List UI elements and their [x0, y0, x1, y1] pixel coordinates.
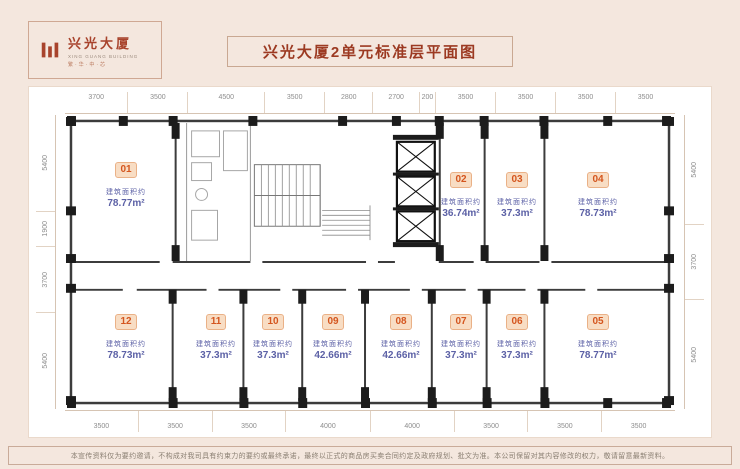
logo-name: 兴光大厦 — [68, 35, 133, 51]
floorplan-sheet: 3700 3500 4500 3500 2800 2700 200 3500 3… — [28, 86, 712, 438]
unit-area-value: 42.66m² — [314, 350, 352, 361]
stairs-icon — [253, 164, 321, 227]
logo-tagline: 繁·华·中·芯 — [68, 61, 107, 68]
building-logo-icon — [41, 42, 59, 58]
unit-07: 07 建筑面积约 37.3m² — [419, 311, 503, 361]
unit-number-badge: 01 — [115, 162, 137, 178]
dim-value: 4500 — [188, 92, 266, 113]
unit-area-value: 78.73m² — [107, 350, 145, 361]
unit-area-value: 37.3m² — [200, 350, 232, 361]
unit-area-label: 建筑面积约 — [253, 341, 293, 348]
dim-value: 200 — [420, 92, 437, 113]
dim-value: 3700 — [65, 92, 129, 113]
unit-06: 06 建筑面积约 37.3m² — [475, 311, 559, 361]
unit-area-label: 建筑面积约 — [196, 341, 236, 348]
dim-value: 5400 — [691, 346, 698, 363]
dimensions-left: 5400 1900 3700 5400 — [36, 115, 56, 409]
dim-value: 2700 — [373, 92, 420, 113]
unit-area-label: 建筑面积约 — [497, 199, 537, 206]
unit-number-badge: 06 — [506, 314, 528, 330]
dim-value: 5400 — [685, 115, 704, 225]
unit-area-label: 建筑面积约 — [106, 341, 146, 348]
unit-area-label: 建筑面积约 — [578, 341, 618, 348]
dim-value: 3500 — [213, 411, 287, 432]
unit-04: 04 建筑面积约 78.73m² — [556, 169, 640, 219]
unit-02: 02 建筑面积约 36.74m² — [419, 169, 503, 219]
unit-number-badge: 10 — [262, 314, 284, 330]
dim-value: 1900 — [36, 212, 55, 247]
unit-area-label: 建筑面积约 — [441, 341, 481, 348]
unit-area-value: 37.3m² — [257, 350, 289, 361]
unit-10: 10 建筑面积约 37.3m² — [231, 311, 315, 361]
unit-area-value: 78.73m² — [579, 208, 617, 219]
unit-number-badge: 05 — [587, 314, 609, 330]
dim-value: 3500 — [528, 411, 603, 432]
unit-number-badge: 04 — [587, 172, 609, 188]
disclaimer: 本宣传资料仅为要约邀请，不构成对我司具有约束力的要约或最终承诺，最终以正式的商品… — [8, 446, 732, 465]
unit-number-badge: 03 — [506, 172, 528, 188]
unit-number-badge: 09 — [322, 314, 344, 330]
unit-area-value: 36.74m² — [442, 208, 480, 219]
dimensions-right: 5400 3700 5400 — [684, 115, 704, 409]
unit-number-badge: 02 — [450, 172, 472, 188]
dim-value: 3500 — [65, 411, 139, 432]
walls-graphic — [65, 115, 675, 409]
dim-value: 3500 — [436, 92, 497, 113]
unit-area-value: 78.77m² — [579, 350, 617, 361]
dim-value: 3500 — [455, 411, 529, 432]
dim-value: 3500 — [265, 92, 326, 113]
unit-number-badge: 08 — [390, 314, 412, 330]
dim-value: 5400 — [42, 353, 49, 369]
floorplan-drawing: 01 建筑面积约 78.77m² 02 建筑面积约 36.74m² 03 建筑面… — [65, 115, 675, 409]
unit-number-badge: 12 — [115, 314, 137, 330]
unit-area-label: 建筑面积约 — [313, 341, 353, 348]
dim-value: 3500 — [128, 92, 189, 113]
unit-01: 01 建筑面积约 78.77m² — [84, 159, 168, 209]
unit-09: 09 建筑面积约 42.66m² — [291, 311, 375, 361]
logo-name-en: XING GUANG BUILDING — [68, 53, 139, 59]
unit-area-label: 建筑面积约 — [441, 199, 481, 206]
unit-area-value: 37.3m² — [445, 350, 477, 361]
unit-12: 12 建筑面积约 78.73m² — [84, 311, 168, 361]
unit-03: 03 建筑面积约 37.3m² — [475, 169, 559, 219]
dim-value: 3700 — [36, 247, 55, 314]
unit-area-label: 建筑面积约 — [106, 189, 146, 196]
unit-11: 11 建筑面积约 37.3m² — [174, 311, 258, 361]
dim-value: 4000 — [286, 411, 371, 432]
dim-value: 3500 — [139, 411, 213, 432]
page-title: 兴光大厦2单元标准层平面图 — [262, 44, 478, 61]
dim-value: 3500 — [630, 423, 647, 430]
dim-value: 5400 — [36, 115, 55, 212]
logo-text: 兴光大厦 XING GUANG BUILDING 繁·华·中·芯 — [68, 33, 138, 68]
dim-value: 3500 — [496, 92, 556, 113]
dim-value: 3500 — [637, 94, 654, 101]
unit-area-value: 37.3m² — [501, 208, 533, 219]
unit-area-value: 78.77m² — [107, 198, 145, 209]
dim-value: 3500 — [556, 92, 616, 113]
page-title-box: 兴光大厦2单元标准层平面图 — [227, 36, 513, 67]
unit-number-badge: 07 — [450, 314, 472, 330]
unit-08: 08 建筑面积约 42.66m² — [359, 311, 443, 361]
dimensions-bottom: 3500 3500 3500 4000 4000 3500 3500 3500 — [65, 410, 675, 432]
unit-area-label: 建筑面积约 — [578, 199, 618, 206]
unit-05: 05 建筑面积约 78.77m² — [556, 311, 640, 361]
dim-value: 4000 — [371, 411, 455, 432]
unit-number-badge: 11 — [205, 314, 227, 330]
logo: 兴光大厦 XING GUANG BUILDING 繁·华·中·芯 — [28, 21, 162, 79]
dim-value: 2800 — [325, 92, 374, 113]
dim-value: 3700 — [685, 225, 704, 301]
unit-area-value: 42.66m² — [382, 350, 420, 361]
unit-area-label: 建筑面积约 — [381, 341, 421, 348]
unit-area-value: 37.3m² — [501, 350, 533, 361]
unit-area-label: 建筑面积约 — [497, 341, 537, 348]
dimensions-top: 3700 3500 4500 3500 2800 2700 200 3500 3… — [65, 92, 675, 114]
